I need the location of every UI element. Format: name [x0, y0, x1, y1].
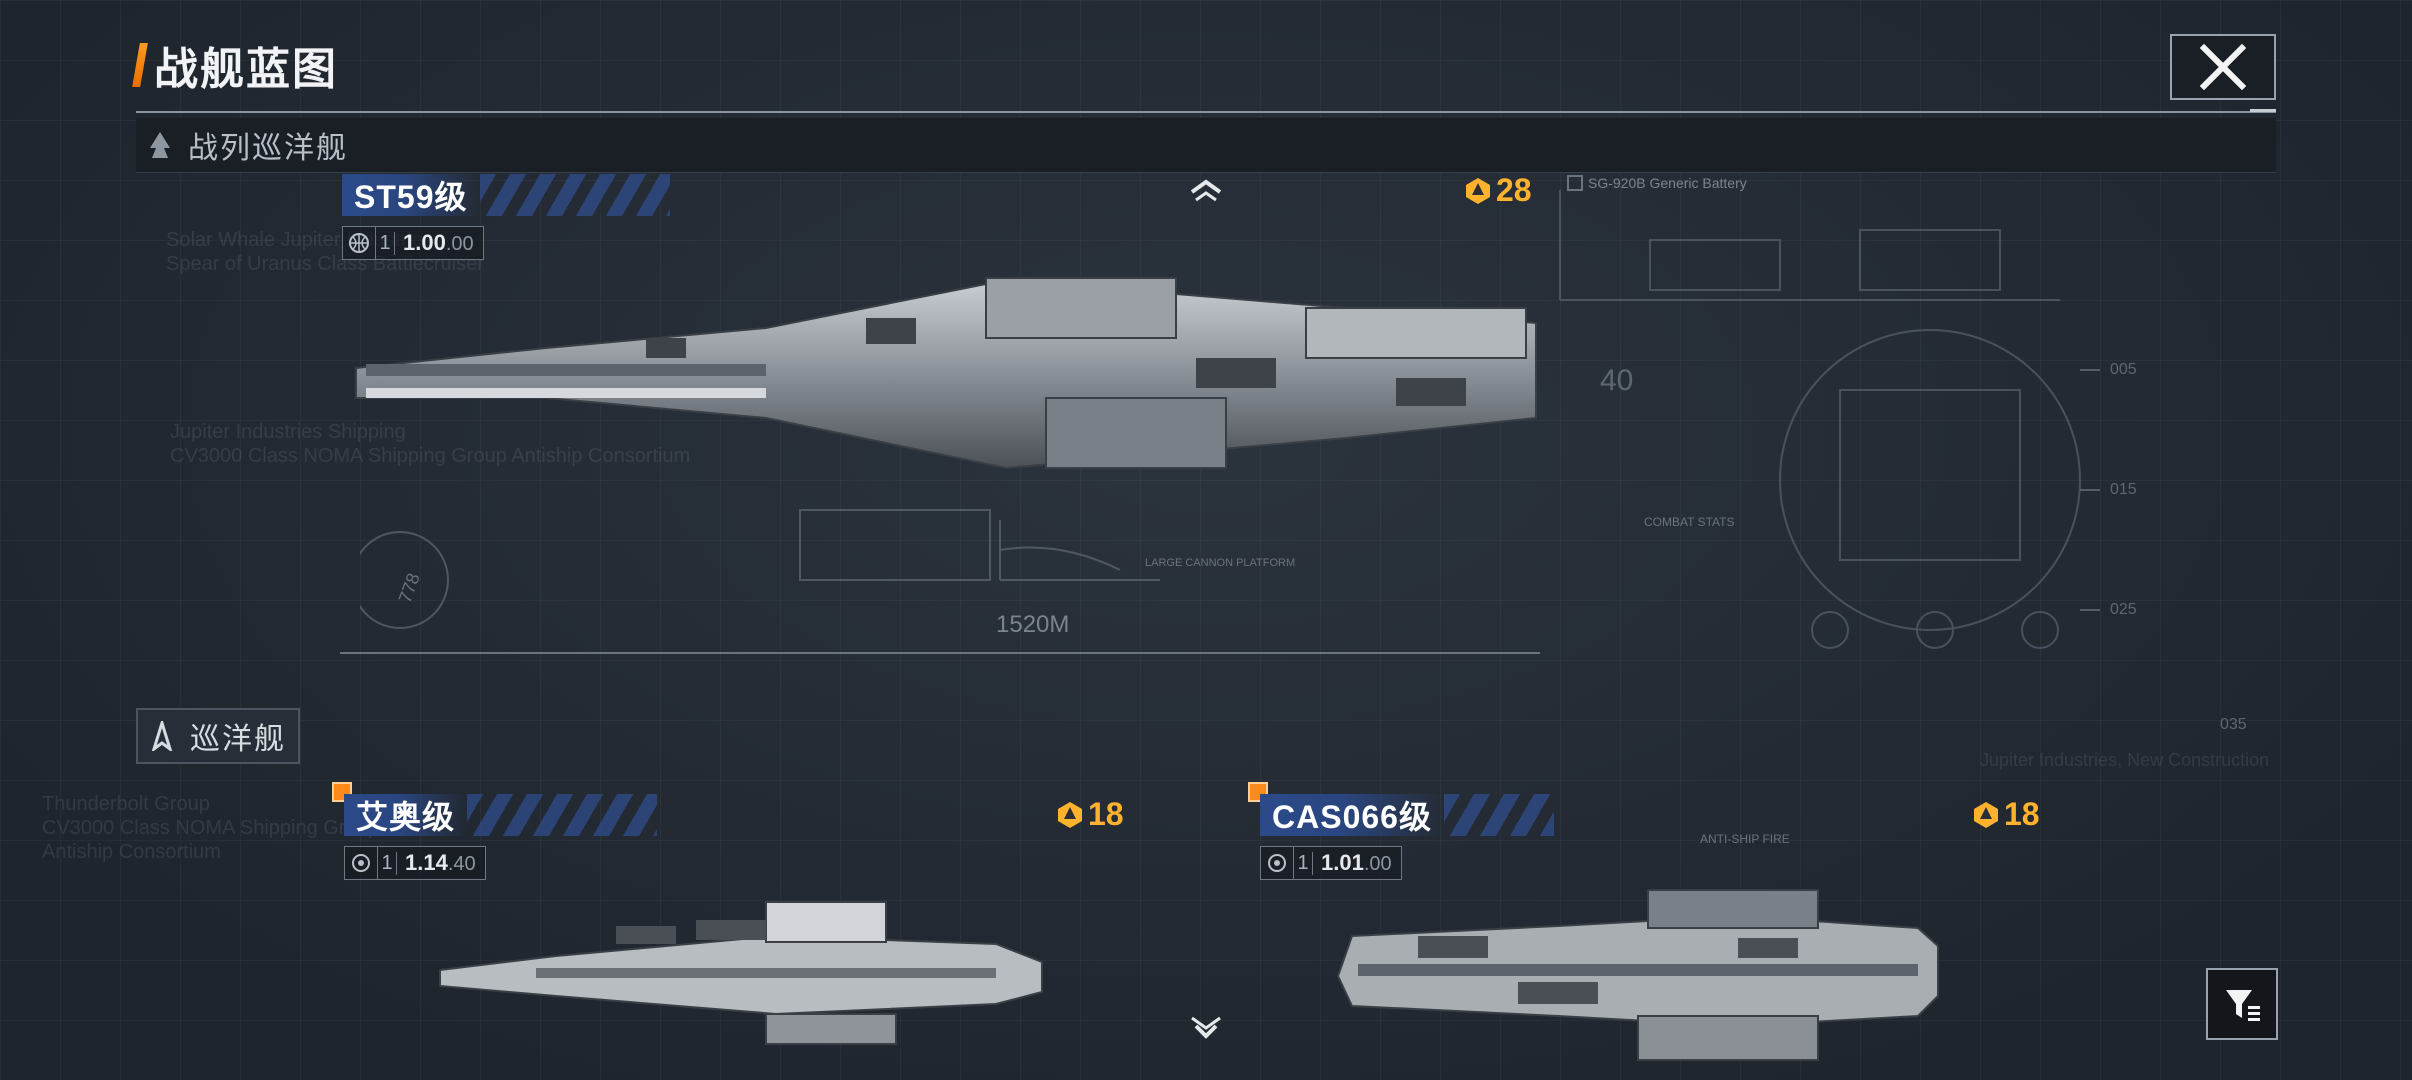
ship-stat-box: 1 1.01.00: [1260, 846, 1402, 880]
bg-tick: 005: [2110, 361, 2137, 378]
length-ruler: [340, 652, 1540, 668]
ship-card-aio[interactable]: 艾奥级 1 1.14.40: [344, 794, 658, 880]
ship-card-st59[interactable]: ST59级 1 1.00.00: [342, 174, 670, 260]
ship-level: 1: [1294, 851, 1313, 875]
bg-tick: 025: [2110, 601, 2137, 618]
ship-name: CAS066级: [1272, 799, 1432, 835]
category-header-battlecruiser[interactable]: 战列巡洋舰: [136, 118, 2276, 173]
bg-gauge-value: 778: [395, 570, 424, 605]
ship-image-cas066[interactable]: [1318, 886, 1942, 1066]
ship-name: 艾奥级: [356, 799, 456, 835]
title-accent: [132, 43, 148, 87]
ship-card-cas066[interactable]: CAS066级 1 1.01.00: [1260, 794, 1554, 880]
ship-stat-box: 1 1.14.40: [344, 846, 486, 880]
ship-cost: 18: [1056, 796, 1124, 833]
blueprint-schematic: SG-920B Generic Battery 40 COMBAT STATS …: [1559, 175, 2137, 649]
globe-icon: [343, 227, 376, 259]
bg-cannon-label: LARGE CANNON PLATFORM: [1145, 557, 1295, 569]
ship-name-tag: 艾奥级: [344, 794, 658, 836]
bg-combat-label: COMBAT STATS: [1644, 515, 1734, 529]
ship-name-tag: CAS066级: [1260, 794, 1554, 836]
blueprint-coin-icon: [1466, 177, 1490, 204]
category-label: 巡洋舰: [190, 723, 286, 756]
ship-name: ST59级: [354, 179, 468, 215]
gear-icon: [1261, 847, 1294, 879]
ship-value: 1.14.40: [405, 850, 476, 875]
filter-button[interactable]: [2206, 968, 2278, 1040]
gear-icon: [345, 847, 378, 879]
ship-stat-box: 1 1.00.00: [342, 226, 484, 260]
ship-name-tag: ST59级: [342, 174, 670, 216]
bg-tick: 015: [2110, 481, 2137, 498]
name-stripes: [479, 174, 670, 216]
name-stripes: [1443, 794, 1554, 836]
bg-tick: 035: [2220, 716, 2247, 733]
blueprint-details: 778 LARGE CANNON PLATFORM 1520M: [360, 509, 1295, 638]
page-title: 战舰蓝图: [154, 45, 338, 94]
bg-number: 40: [1600, 364, 1633, 397]
scroll-down-icon[interactable]: [1188, 1014, 1224, 1040]
close-icon: [2200, 44, 2246, 90]
scroll-up-icon[interactable]: [1188, 178, 1224, 204]
bg-antiship-label: ANTI-SHIP FIRE: [1700, 832, 1790, 846]
filter-icon: [2226, 990, 2260, 1021]
category-label: 战列巡洋舰: [188, 132, 348, 165]
header: 战舰蓝图: [132, 40, 338, 94]
ship-value: 1.01.00: [1321, 850, 1392, 875]
header-divider-end: [2250, 109, 2276, 112]
close-button[interactable]: [2170, 34, 2276, 100]
bg-battery-label: SG-920B Generic Battery: [1588, 175, 1747, 191]
ship-image-aio[interactable]: [436, 896, 1046, 1056]
ship-level: 1: [376, 231, 395, 255]
header-divider: [136, 111, 2276, 113]
ship-level: 1: [378, 851, 397, 875]
blueprint-coin-icon: [1058, 801, 1082, 828]
name-stripes: [467, 794, 658, 836]
cruiser-icon: [151, 721, 173, 751]
bg-length-label: 1520M: [996, 611, 1069, 638]
bg-ghost-text: Jupiter Industries, New Construction: [1980, 750, 2270, 770]
blueprint-coin-icon: [1974, 801, 1998, 828]
ship-cost: 18: [1972, 796, 2040, 833]
category-header-cruiser[interactable]: 巡洋舰: [136, 708, 300, 764]
ship-image-st59[interactable]: [346, 268, 1546, 498]
ship-cost: 28: [1464, 172, 1532, 209]
ship-value: 1.00.00: [403, 230, 474, 255]
battlecruiser-icon: [150, 132, 170, 158]
